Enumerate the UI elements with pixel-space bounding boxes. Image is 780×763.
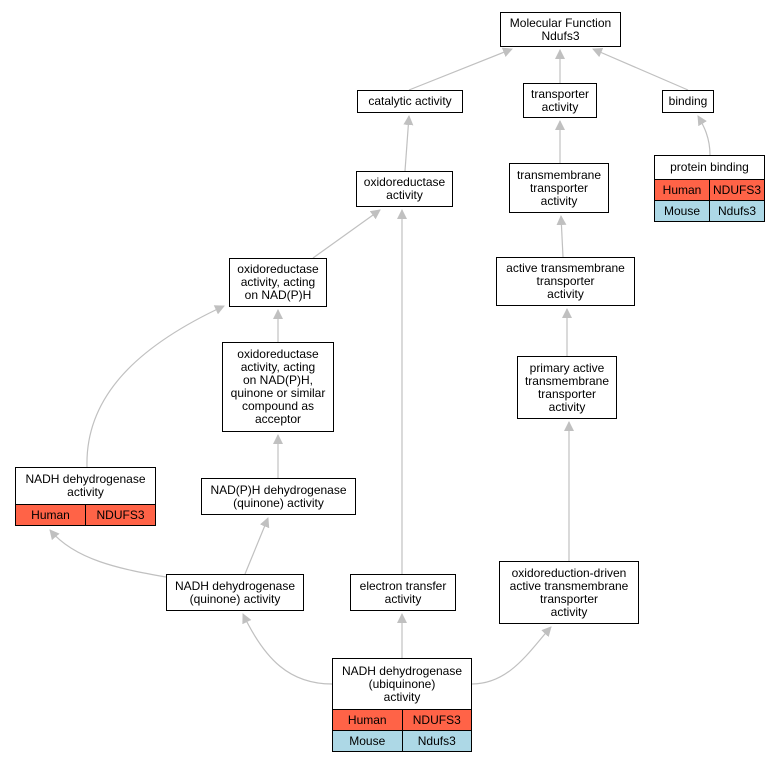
node-nadph-dehydrogenase-quinone[interactable]: NAD(P)H dehydrogenase (quinone) activity	[201, 478, 356, 515]
gene-row-mouse: Mouse Ndufs3	[333, 730, 471, 751]
node-nadh-dehydrogenase-quinone[interactable]: NADH dehydrogenase (quinone) activity	[166, 574, 304, 611]
edge-nadhq-to-nadhdh	[49, 529, 167, 578]
edge-oxnadph-to-oxred	[312, 209, 381, 259]
gene-table: Human NDUFS3 Mouse Ndufs3	[655, 179, 764, 221]
species-cell: Human	[655, 179, 710, 201]
edge-protbind-to-binding	[697, 115, 711, 156]
node-label: oxidoreductase activity, acting on NAD(P…	[237, 262, 319, 302]
node-label: primary active transmembrane transporter…	[524, 360, 610, 414]
species-cell: Human	[333, 709, 402, 731]
node-catalytic-activity[interactable]: catalytic activity	[357, 90, 463, 113]
node-binding[interactable]: binding	[662, 90, 714, 113]
node-label: oxidoreduction-driven active transmembra…	[509, 565, 629, 619]
node-label: binding	[668, 94, 708, 108]
node-active-transmembrane-transporter[interactable]: active transmembrane transporter activit…	[496, 257, 635, 306]
species-cell: Human	[16, 504, 86, 525]
gene-row-human: Human NDUFS3	[16, 504, 155, 525]
edge-nadhq-to-nadphq	[244, 517, 270, 575]
node-protein-binding[interactable]: protein binding Human NDUFS3 Mouse Ndufs…	[654, 155, 765, 222]
edge-nadhdh-to-oxnadph	[86, 305, 225, 468]
node-nadh-dehydrogenase-activity[interactable]: NADH dehydrogenase activity Human NDUFS3	[15, 467, 156, 526]
edge-catalytic-to-mf	[408, 47, 513, 91]
node-electron-transfer-activity[interactable]: electron transfer activity	[350, 574, 456, 611]
node-oxidoreductase-activity[interactable]: oxidoreductase activity	[356, 171, 453, 207]
edge-nadhubq-to-nadhq	[242, 613, 333, 685]
node-oxidoreductase-quinone-acceptor[interactable]: oxidoreductase activity, acting on NAD(P…	[222, 342, 334, 432]
gene-table: Human NDUFS3 Mouse Ndufs3	[333, 709, 471, 751]
gene-cell: NDUFS3	[401, 709, 471, 731]
edge-binding-to-mf	[592, 47, 689, 91]
edge-atm-to-tm	[556, 215, 567, 258]
node-label: Molecular Function Ndufs3	[509, 15, 612, 43]
gene-table: Human NDUFS3	[16, 504, 155, 525]
node-transmembrane-transporter-activity[interactable]: transmembrane transporter activity	[509, 163, 609, 213]
gene-row-human: Human NDUFS3	[333, 709, 471, 731]
node-label: transmembrane transporter activity	[516, 167, 602, 208]
gene-cell: Ndufs3	[709, 200, 764, 221]
node-label: NADH dehydrogenase (quinone) activity	[174, 578, 296, 606]
node-transporter-activity[interactable]: transporter activity	[523, 83, 597, 118]
edge-oxred-to-catalytic	[403, 115, 414, 172]
node-label: oxidoreductase activity, acting on NAD(P…	[230, 347, 326, 426]
edge-nadhubq-to-oxdriven	[471, 626, 552, 685]
node-label: active transmembrane transporter activit…	[506, 261, 625, 301]
node-primary-active-transmembrane-transporter[interactable]: primary active transmembrane transporter…	[517, 356, 617, 419]
gene-cell: NDUFS3	[85, 504, 155, 525]
species-cell: Mouse	[655, 200, 710, 221]
gene-row-human: Human NDUFS3	[655, 179, 764, 201]
node-label: electron transfer activity	[359, 578, 447, 606]
node-oxidoreduction-driven-transporter[interactable]: oxidoreduction-driven active transmembra…	[499, 561, 639, 624]
node-label: NAD(P)H dehydrogenase (quinone) activity	[210, 482, 347, 510]
node-label: transporter activity	[530, 86, 590, 114]
node-label: protein binding	[670, 160, 749, 174]
node-molecular-function[interactable]: Molecular Function Ndufs3	[500, 12, 621, 47]
gene-row-mouse: Mouse Ndufs3	[655, 200, 764, 221]
node-label: NADH dehydrogenase (ubiquinone) activity	[341, 663, 463, 704]
node-label: oxidoreductase activity	[363, 175, 446, 202]
node-label: NADH dehydrogenase activity	[25, 472, 146, 499]
node-oxidoreductase-nadph[interactable]: oxidoreductase activity, acting on NAD(P…	[229, 258, 327, 307]
gene-cell: Ndufs3	[401, 730, 471, 751]
node-label: catalytic activity	[368, 94, 452, 108]
gene-cell: NDUFS3	[709, 179, 764, 201]
species-cell: Mouse	[333, 730, 402, 751]
node-nadh-dehydrogenase-ubiquinone[interactable]: NADH dehydrogenase (ubiquinone) activity…	[332, 658, 472, 752]
